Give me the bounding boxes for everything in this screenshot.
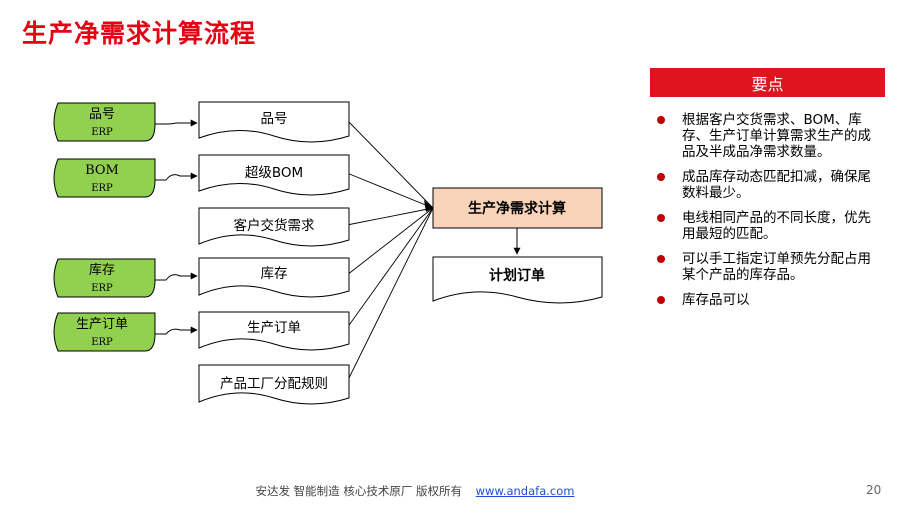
process-node: 生产净需求计算 (432, 187, 603, 229)
source-label: 库存 (89, 262, 115, 278)
source-node-2: BOM ERP (53, 158, 156, 198)
bullet-dot-icon (657, 173, 665, 181)
footer: 安达发 智能制造 核心技术原厂 版权所有 www.andafa.com (0, 483, 830, 499)
key-point-item: 可以手工指定订单预先分配占用某个产品的库存品。 (656, 251, 871, 283)
input-node-4: 库存 (198, 257, 350, 298)
connector-line (346, 207, 434, 276)
source-arrow (155, 119, 198, 127)
source-node-3: 库存 ERP (53, 258, 156, 298)
footer-website-link[interactable]: www.andafa.com (475, 484, 575, 498)
key-points-header: 要点 (650, 68, 885, 97)
source-arrow (155, 326, 198, 335)
input-label: 客户交货需求 (234, 217, 315, 234)
key-point-item: 根据客户交货需求、BOM、库存、生产订单计算需求生产的成品及半成品净需求数量。 (656, 112, 871, 160)
page-number: 20 (866, 483, 882, 497)
input-node-1: 品号 (198, 101, 350, 143)
connector-line (346, 207, 434, 329)
page-title: 生产净需求计算流程 (22, 19, 257, 48)
input-label: 超级BOM (245, 165, 303, 181)
output-node: 计划订单 (432, 256, 603, 304)
key-point-item: 成品库存动态匹配扣减，确保尾数料最少。 (656, 169, 871, 201)
key-point-item: 库存品可以 (656, 292, 871, 308)
source-sub: ERP (91, 337, 113, 348)
key-point-text: 电线相同产品的不同长度，优先用最短的匹配。 (682, 210, 871, 242)
input-node-3: 客户交货需求 (198, 207, 350, 247)
connectors-to-process (346, 119, 434, 383)
source-label: 品号 (89, 107, 115, 122)
input-node-2: 超级BOM (198, 154, 350, 196)
bullet-dot-icon (657, 214, 665, 222)
footer-text: 安达发 智能制造 核心技术原厂 版权所有 (255, 484, 462, 498)
source-label: 生产订单 (76, 317, 128, 332)
source-node-1: 品号 ERP (53, 102, 156, 142)
bullet-dot-icon (657, 296, 665, 304)
process-arrowhead (424, 200, 433, 212)
output-label: 计划订单 (489, 267, 545, 284)
source-sub: ERP (91, 283, 113, 294)
input-label: 品号 (261, 111, 288, 127)
input-label: 产品工厂分配规则 (220, 376, 328, 392)
source-arrows (155, 119, 198, 335)
connector-line (346, 207, 434, 383)
key-point-text: 可以手工指定订单预先分配占用某个产品的库存品。 (682, 251, 871, 283)
input-label: 生产订单 (247, 320, 301, 336)
connector-line (346, 172, 434, 209)
connector-line (346, 119, 434, 209)
source-arrow (155, 172, 198, 181)
key-point-text: 根据客户交货需求、BOM、库存、生产订单计算需求生产的成品及半成品净需求数量。 (682, 112, 871, 160)
key-point-text: 库存品可以 (682, 292, 750, 308)
source-sub: ERP (91, 183, 113, 194)
input-node-6: 产品工厂分配规则 (198, 364, 350, 405)
process-label: 生产净需求计算 (468, 200, 566, 217)
source-label: BOM (85, 163, 119, 178)
source-sub: ERP (91, 127, 113, 138)
bullet-dot-icon (657, 116, 665, 124)
key-points-list: 根据客户交货需求、BOM、库存、生产订单计算需求生产的成品及半成品净需求数量。 … (656, 112, 871, 317)
input-label: 库存 (261, 266, 288, 282)
connector-line (346, 207, 434, 226)
key-point-item: 电线相同产品的不同长度，优先用最短的匹配。 (656, 210, 871, 242)
key-point-text: 成品库存动态匹配扣减，确保尾数料最少。 (682, 169, 871, 201)
input-node-5: 生产订单 (198, 311, 350, 351)
bullet-dot-icon (657, 255, 665, 263)
source-node-4: 生产订单 ERP (53, 312, 156, 352)
source-arrow (155, 272, 198, 281)
